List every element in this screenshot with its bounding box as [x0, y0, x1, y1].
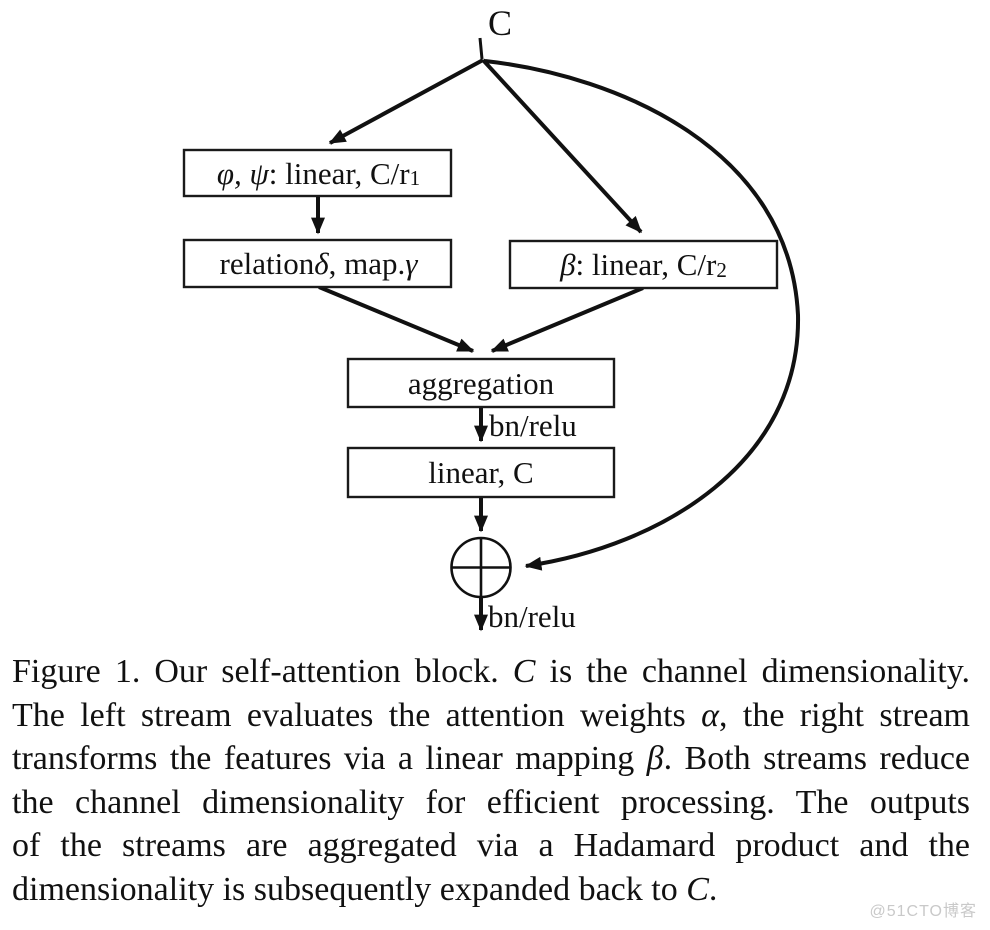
- caption-math-symbol: β: [646, 740, 664, 778]
- caption-text: , the right stream: [719, 696, 970, 734]
- caption-math-symbol: C: [512, 653, 536, 690]
- relation-label: relation δ, map. γ: [185, 240, 452, 287]
- beta-greek: β: [560, 247, 576, 282]
- input-channel-label: C: [487, 3, 512, 43]
- edge-beta-to-aggregation: [490, 286, 644, 353]
- phi-psi-greek: φ, ψ: [216, 155, 269, 191]
- figure-caption: Figure 1. Our self-attention block. C is…: [12, 650, 970, 912]
- caption-line-6: dimensionality is subsequently expanded …: [12, 868, 970, 912]
- caption-line-5: of the streams are aggregated via a Hada…: [12, 824, 970, 868]
- caption-line-1: Figure 1. Our self-attention block. C is…: [12, 650, 970, 694]
- watermark: @51CTO博客: [869, 903, 977, 920]
- caption-text: dimensionality is subsequently expanded …: [12, 870, 687, 908]
- caption-text: . Both streams reduce: [663, 740, 970, 778]
- caption-text: is the channel dimensionality.: [535, 653, 970, 690]
- bn-relu-label-bottom: bn/relu: [488, 599, 576, 634]
- caption-line-2: The left stream evaluates the attention …: [12, 694, 970, 738]
- relation-delta: δ: [314, 246, 329, 281]
- bn-relu-label-top: bn/relu: [489, 408, 577, 443]
- sum-node-circled-plus-icon: [450, 536, 512, 599]
- input-stub-line: [478, 37, 484, 60]
- beta-rest: : linear, C/r: [575, 247, 717, 282]
- caption-math-symbol: α: [701, 696, 719, 734]
- caption-text: Figure 1. Our self-attention block.: [12, 653, 513, 690]
- linear-c-box: [346, 446, 616, 499]
- edge-relation-to-aggregation: [318, 285, 475, 353]
- attention-block-diagram: [182, 37, 801, 632]
- caption-text: of the streams are aggregated via a Hada…: [12, 827, 970, 865]
- phi-psi-box: [182, 148, 453, 198]
- caption-text: .: [708, 870, 718, 908]
- edge-input-to-beta: [481, 58, 643, 234]
- relation-pre: relation: [219, 246, 315, 281]
- relation-gamma: γ: [405, 246, 418, 281]
- caption-text: transforms the features via a linear map…: [12, 740, 647, 778]
- caption-text: the channel dimensionality for efficient…: [12, 783, 970, 821]
- beta-box: [508, 239, 779, 290]
- skip-connection-curve: [484, 59, 801, 571]
- aggregation-label: aggregation: [407, 365, 555, 401]
- caption-text: The left stream evaluates the attention …: [12, 696, 702, 734]
- edge-input-to-phi-psi: [328, 58, 484, 145]
- caption-line-4: the channel dimensionality for efficient…: [12, 781, 970, 825]
- caption-math-symbol: C: [686, 870, 709, 908]
- caption-line-3: transforms the features via a linear map…: [12, 737, 970, 781]
- aggregation-box: [346, 357, 616, 409]
- relation-mid: , map.: [328, 246, 406, 281]
- linear-c-label: linear, C: [428, 455, 534, 490]
- phi-psi-rest: : linear, C/r: [268, 155, 410, 191]
- relation-box: [182, 238, 453, 289]
